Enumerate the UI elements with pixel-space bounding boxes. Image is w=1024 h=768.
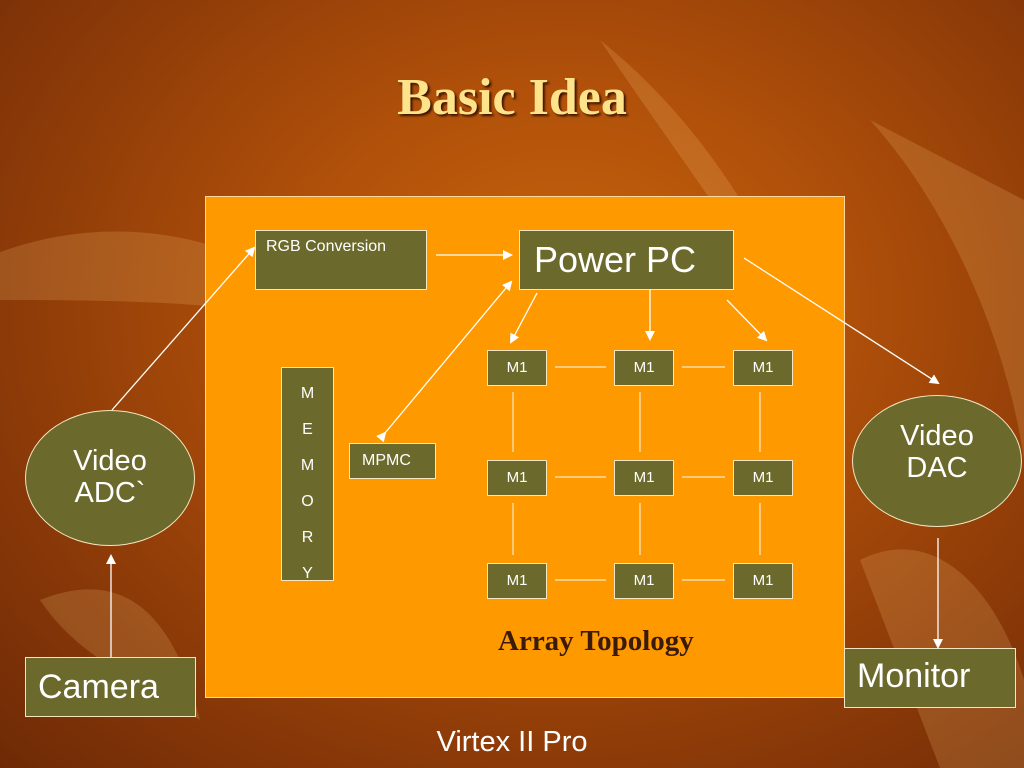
adc-to-rgb-arrow [111, 246, 256, 411]
array-node: M1 [487, 563, 547, 599]
array-node: M1 [614, 460, 674, 496]
powerpc-to-array-left-arrow [510, 292, 538, 344]
array-node: M1 [614, 563, 674, 599]
video-adc-label-line2: ADC` [74, 477, 146, 509]
memory-letter: Y [302, 565, 313, 582]
video-dac-label-line2: DAC [906, 452, 968, 484]
monitor-label: Monitor [857, 657, 971, 695]
array-topology-caption: Array Topology [498, 625, 694, 657]
video-adc-block: Video ADC` [25, 410, 195, 546]
memory-block: M E M O R Y [281, 367, 334, 582]
powerpc-to-dac-arrow [743, 257, 940, 385]
camera-block: Camera [25, 657, 196, 717]
memory-letter: E [302, 421, 313, 438]
array-node: M1 [614, 350, 674, 386]
array-node: M1 [733, 350, 793, 386]
video-adc-label-line1: Video [73, 445, 147, 478]
monitor-block: Monitor [844, 648, 1016, 708]
powerpc-label: Power PC [534, 239, 697, 280]
array-node: M1 [487, 460, 547, 496]
memory-letter: R [301, 529, 314, 546]
mpmc-label: MPMC [362, 452, 411, 469]
array-node: M1 [733, 460, 793, 496]
memory-letter: M [300, 385, 315, 402]
slide-footer: Virtex II Pro [436, 726, 588, 758]
memory-letter: M [300, 457, 315, 474]
memory-letter: O [301, 493, 314, 510]
slide-title: Basic Idea [397, 69, 627, 126]
array-node: M1 [733, 563, 793, 599]
camera-label: Camera [38, 668, 159, 706]
video-dac-block: Video DAC [852, 395, 1022, 527]
powerpc-to-array-right-arrow [726, 299, 768, 342]
mpmc-powerpc-link [376, 280, 513, 443]
mpmc-block: MPMC [349, 443, 436, 479]
video-dac-label-line1: Video [900, 420, 974, 453]
powerpc-block: Power PC [519, 230, 734, 290]
rgb-conversion-block: RGB Conversion [255, 230, 427, 290]
rgb-conversion-label: RGB Conversion [266, 238, 387, 255]
